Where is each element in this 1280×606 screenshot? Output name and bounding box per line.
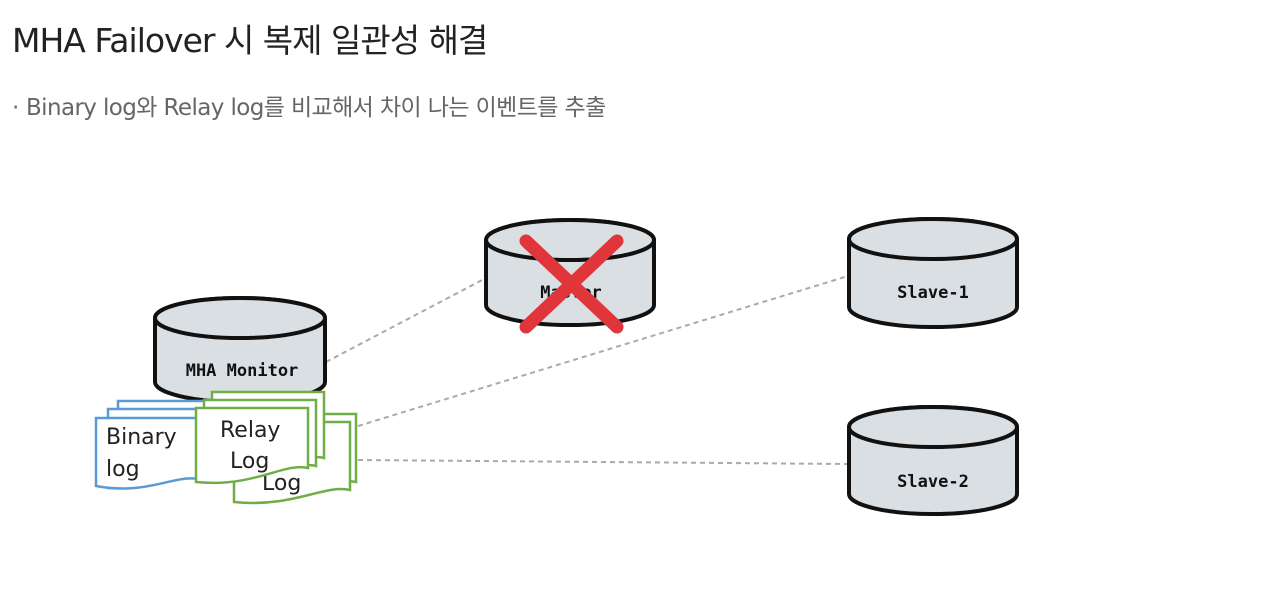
- master-db: Master: [484, 218, 656, 327]
- bullet-marker: ·: [12, 95, 19, 121]
- connector-monitor-master: [325, 277, 487, 363]
- bullet-item: · Binary log와 Relay log를 비교해서 차이 나는 이벤트를 …: [12, 88, 606, 122]
- slave-1-db: Slave-1: [847, 217, 1019, 329]
- binary-log-line2: log: [106, 457, 140, 482]
- relay-log-line1: Relay: [220, 418, 280, 443]
- relay-log-documents: Relay Log: [194, 390, 326, 485]
- slave-2-label: Slave-2: [897, 472, 969, 492]
- connector-logs-slave2: [357, 459, 849, 465]
- slave-2-db: Slave-2: [847, 405, 1019, 516]
- mha-monitor-db: MHA Monitor: [153, 296, 327, 404]
- binary-log-line1: Binary: [106, 425, 177, 450]
- relay-log-line2: Log: [230, 449, 269, 474]
- bullet-text: Binary log와 Relay log를 비교해서 차이 나는 이벤트를 추…: [26, 95, 606, 121]
- slave-1-label: Slave-1: [897, 283, 969, 303]
- mha-monitor-label: MHA Monitor: [186, 361, 299, 381]
- slide-title: MHA Failover 시 복제 일관성 해결: [12, 21, 488, 60]
- connector-lines: [325, 275, 849, 465]
- connector-logs-slave1: [357, 275, 849, 427]
- master-failed-cross-icon: [519, 234, 624, 334]
- binary-log-documents: Binary log: [94, 399, 220, 490]
